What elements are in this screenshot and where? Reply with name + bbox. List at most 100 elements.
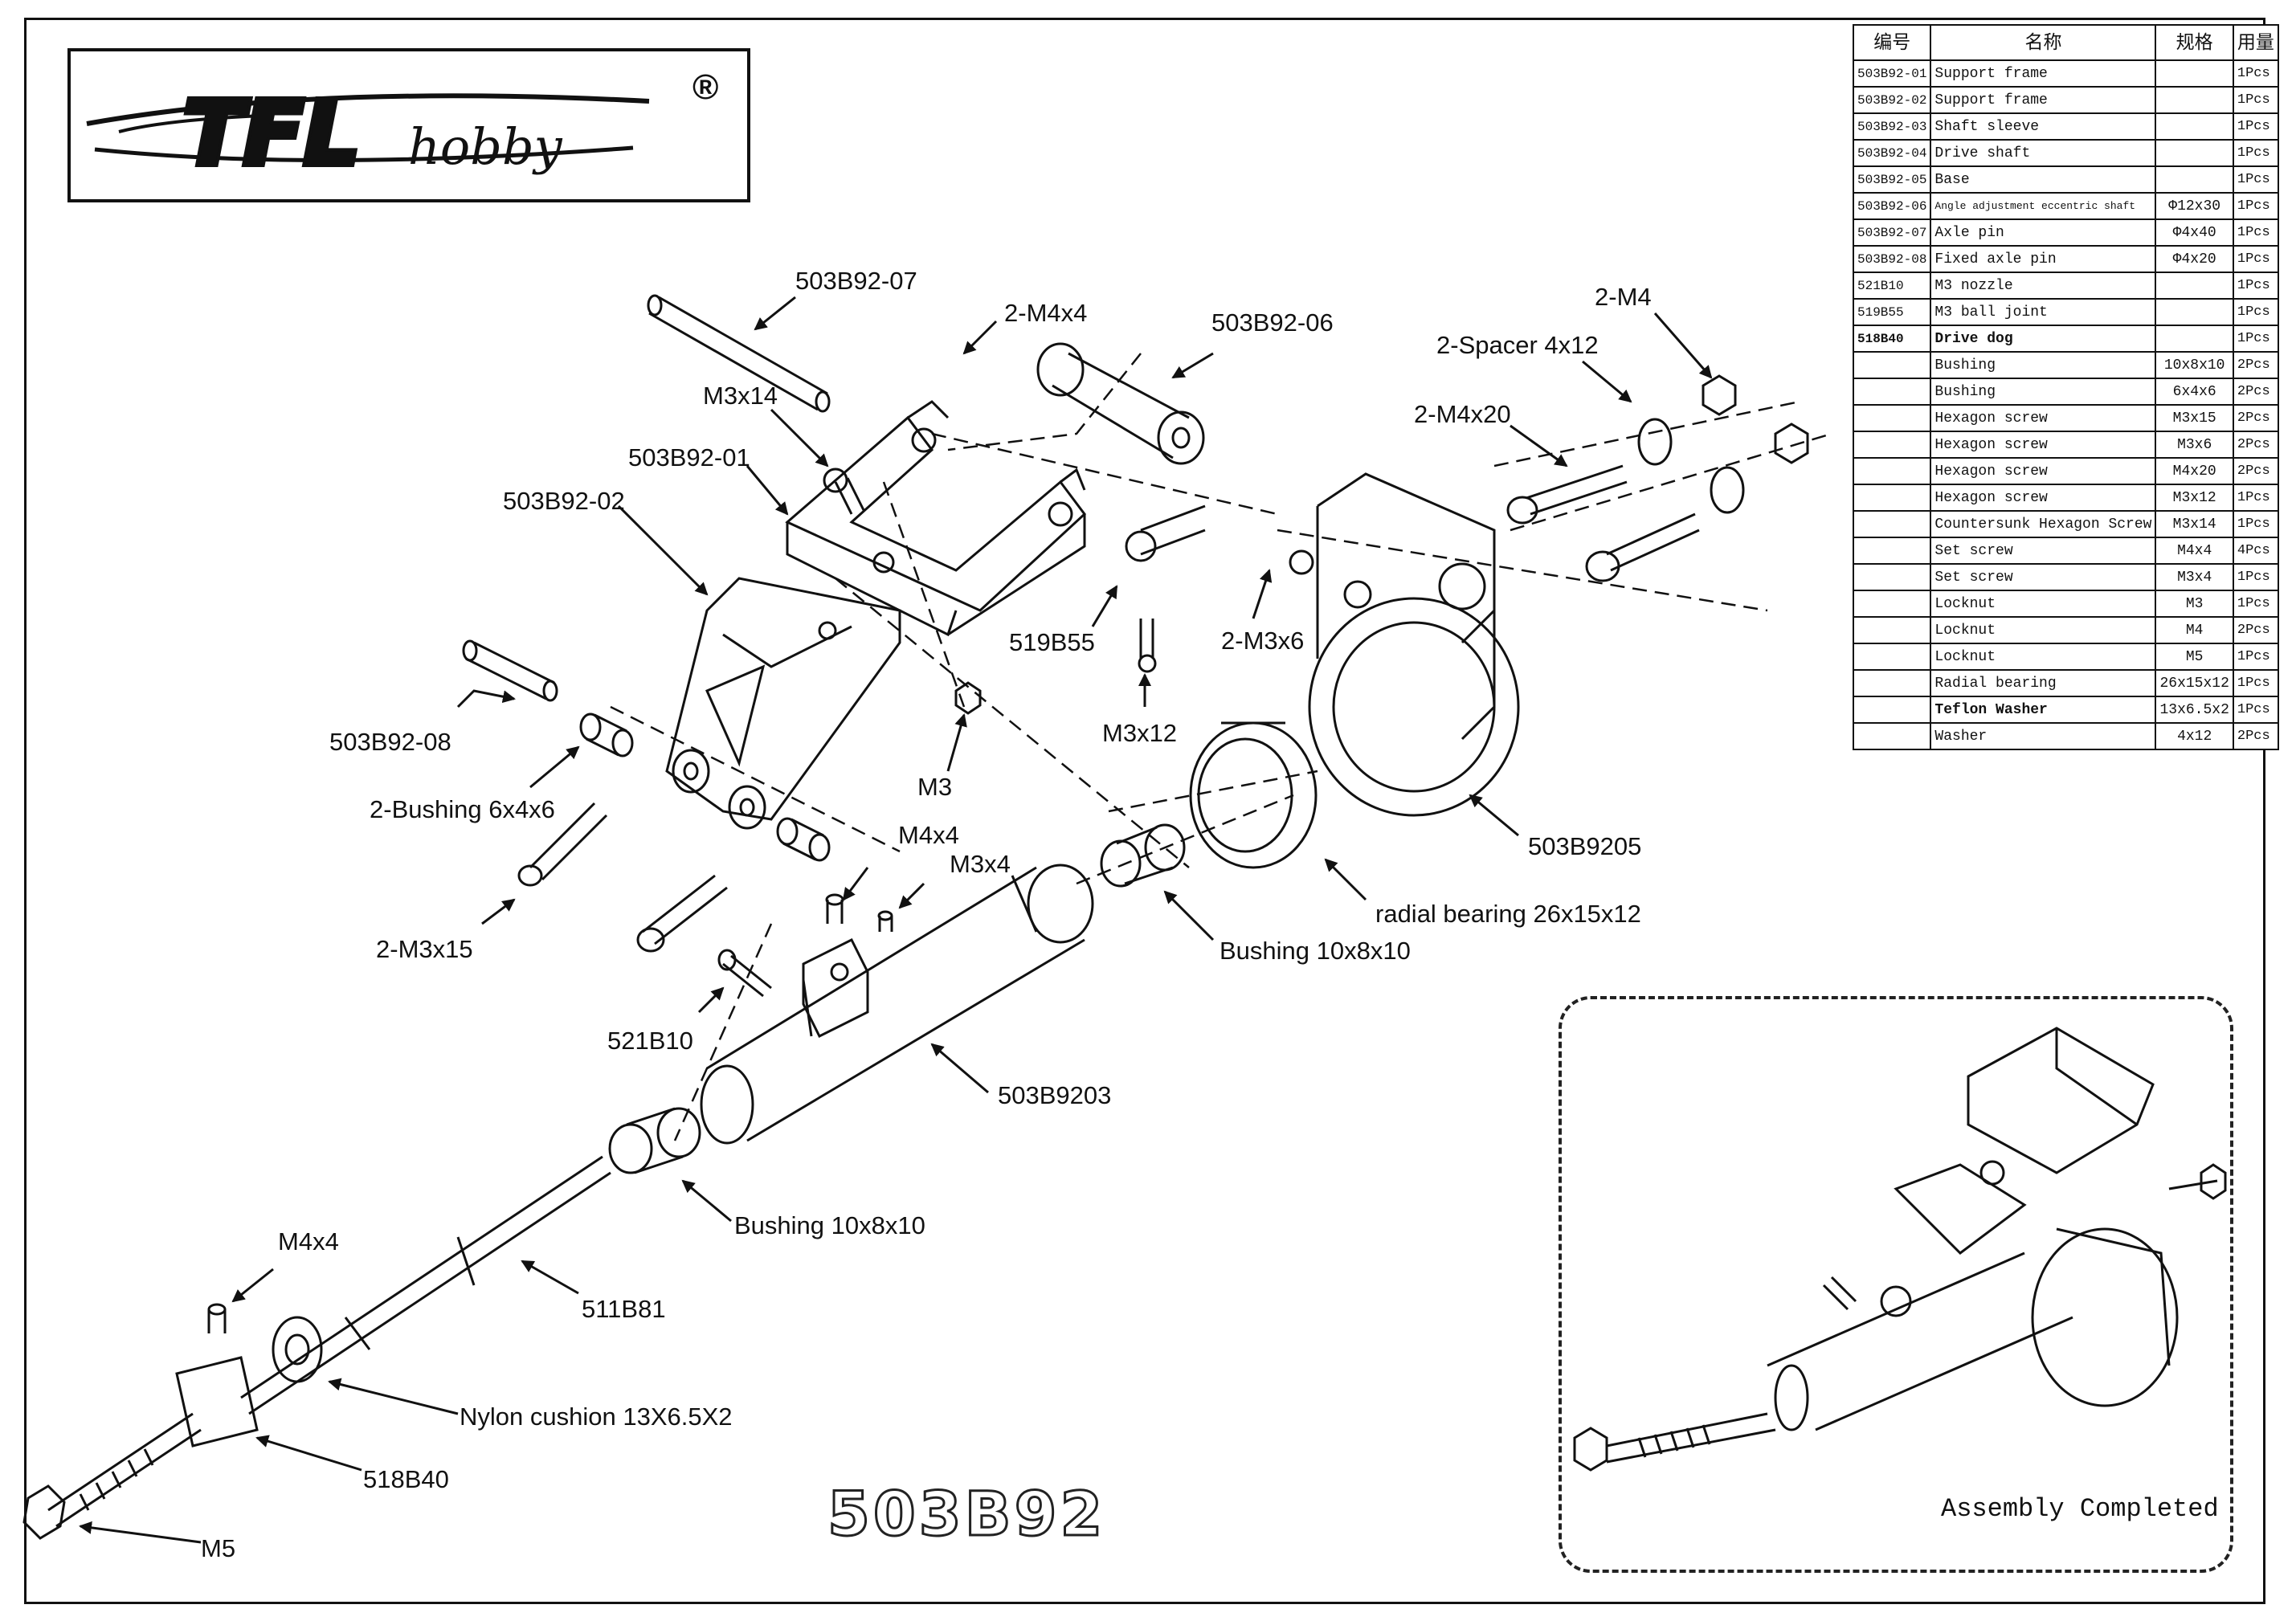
- part-bushing-10x8x10-b: [608, 1107, 701, 1174]
- cell-name: Locknut: [1930, 590, 2157, 618]
- label-2-M4: 2-M4: [1595, 283, 1652, 311]
- part-bushing-6x4x6: [579, 713, 831, 862]
- part-screws-m3x15: [517, 802, 728, 953]
- part-set-screws-m4x4: [207, 893, 893, 1333]
- label-2-M3x15: 2-M3x15: [376, 935, 473, 963]
- cell-code: [1852, 616, 1932, 644]
- cell-code: [1852, 404, 1932, 432]
- cell-qty: 1Pcs: [2232, 590, 2279, 618]
- cell-spec: 13x6.5x2: [2155, 696, 2234, 724]
- cell-code: 503B92-06: [1852, 192, 1932, 220]
- cell-name: Axle pin: [1930, 218, 2157, 247]
- label-503B9203: 503B9203: [998, 1081, 1112, 1109]
- cell-name: Support frame: [1930, 59, 2157, 88]
- cell-qty: 2Pcs: [2232, 431, 2279, 459]
- cell-spec: 10x8x10: [2155, 351, 2234, 379]
- cell-qty: 1Pcs: [2232, 86, 2279, 114]
- cell-code: 503B92-02: [1852, 86, 1932, 114]
- cell-spec: [2155, 272, 2234, 300]
- part-base-05: [1289, 472, 1520, 817]
- cell-code: [1852, 378, 1932, 406]
- cell-name: Drive dog: [1930, 325, 2157, 353]
- label-nylon-cushion: Nylon cushion 13X6.5X2: [460, 1403, 733, 1431]
- sheet-border: [24, 18, 2265, 1604]
- cell-spec: 26x15x12: [2155, 669, 2234, 697]
- cell-code: 518B40: [1852, 325, 1932, 353]
- cell-qty: 1Pcs: [2232, 484, 2279, 512]
- part-support-frame-02: [665, 577, 901, 830]
- label-503B92-06: 503B92-06: [1211, 308, 1334, 337]
- assembled-view: [1573, 1027, 2227, 1472]
- cell-qty: 1Pcs: [2232, 245, 2279, 273]
- cell-spec: Φ12x30: [2155, 192, 2234, 220]
- cell-qty: 2Pcs: [2232, 404, 2279, 432]
- part-eccentric-shaft-06: [1036, 342, 1205, 465]
- cell-qty: 2Pcs: [2232, 616, 2279, 644]
- label-radial-bearing: radial bearing 26x15x12: [1375, 900, 1641, 928]
- part-nozzle-mount: [717, 937, 869, 1039]
- cell-name: Base: [1930, 165, 2157, 194]
- cell-spec: [2155, 165, 2234, 194]
- logo-hobby-text: hobby: [408, 117, 563, 176]
- cell-qty: 1Pcs: [2232, 325, 2279, 353]
- cell-name: Support frame: [1930, 86, 2157, 114]
- cell-name: Locknut: [1930, 643, 2157, 671]
- label-521B10: 521B10: [607, 1027, 693, 1055]
- cell-code: [1852, 722, 1932, 750]
- cell-spec: M3x6: [2155, 431, 2234, 459]
- label-M4x4-dog: M4x4: [278, 1227, 339, 1256]
- cell-qty: 1Pcs: [2232, 112, 2279, 141]
- cell-qty: 1Pcs: [2232, 669, 2279, 697]
- cell-name: Washer: [1930, 722, 2157, 750]
- cell-name: Locknut: [1930, 616, 2157, 644]
- cell-qty: 1Pcs: [2232, 643, 2279, 671]
- label-bushing-10x8x10-a: Bushing 10x8x10: [1219, 937, 1411, 965]
- cell-code: 503B92-01: [1852, 59, 1932, 88]
- cell-spec: Φ4x40: [2155, 218, 2234, 247]
- header-name: 名称: [1930, 24, 2157, 61]
- cell-name: M3 ball joint: [1930, 298, 2157, 326]
- cell-spec: [2155, 298, 2234, 326]
- cell-code: [1852, 590, 1932, 618]
- cell-qty: 1Pcs: [2232, 218, 2279, 247]
- part-support-frame-01: [785, 400, 1087, 637]
- label-503B92-08: 503B92-08: [329, 728, 451, 756]
- cell-qty: 2Pcs: [2232, 722, 2279, 750]
- cell-name: Bushing: [1930, 378, 2157, 406]
- cell-code: [1852, 431, 1932, 459]
- part-axle-pin-07: [647, 294, 831, 413]
- part-drive-shaft-511B81: [240, 1155, 611, 1415]
- brand-logo: TFL TFL hobby ®: [67, 48, 750, 202]
- label-2-M3x6: 2-M3x6: [1221, 627, 1305, 655]
- cell-name: Set screw: [1930, 563, 2157, 591]
- cell-code: 503B92-07: [1852, 218, 1932, 247]
- cell-qty: 1Pcs: [2232, 298, 2279, 326]
- cell-qty: 1Pcs: [2232, 563, 2279, 591]
- cell-qty: 1Pcs: [2232, 139, 2279, 167]
- label-M4x4-sleeve: M4x4: [898, 821, 959, 849]
- cell-name: Hexagon screw: [1930, 484, 2157, 512]
- label-2-bushing-6x4x6: 2-Bushing 6x4x6: [370, 795, 555, 823]
- label-M3x14: M3x14: [703, 382, 778, 410]
- part-radial-bearing: [1189, 721, 1318, 869]
- cell-code: [1852, 484, 1932, 512]
- cell-spec: M3x15: [2155, 404, 2234, 432]
- cell-name: Hexagon screw: [1930, 404, 2157, 432]
- cell-spec: M3x14: [2155, 510, 2234, 538]
